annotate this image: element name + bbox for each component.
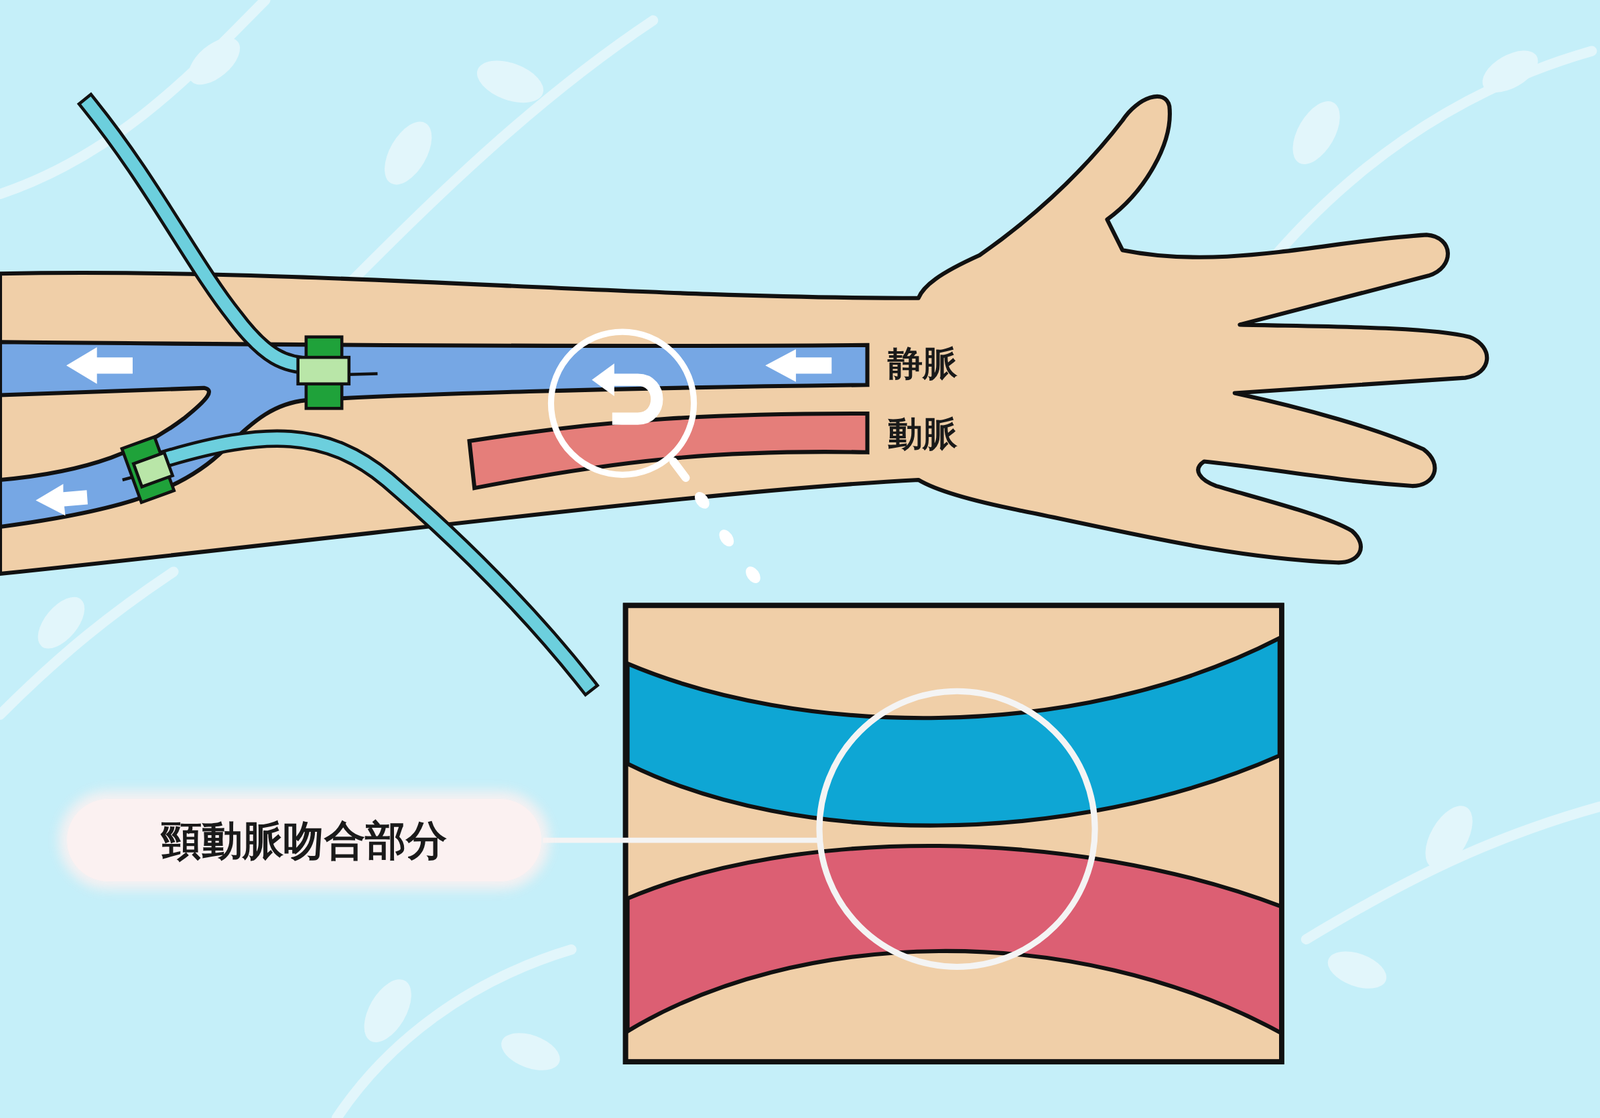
magnifier	[550, 331, 694, 475]
tube	[163, 438, 587, 684]
needle-clamp	[121, 337, 378, 503]
leader-line	[542, 837, 820, 843]
tube	[89, 105, 311, 366]
inset	[625, 605, 1282, 1062]
vein	[0, 341, 868, 527]
vessel-label: 静脈	[887, 342, 958, 384]
node-text: 頸動脈吻合部分	[160, 815, 447, 865]
u-turn-arrow	[612, 379, 658, 419]
tube	[163, 438, 587, 684]
magnifier	[819, 690, 1095, 967]
label-pill: 頸動脈吻合部分	[67, 798, 542, 882]
vessel-label: 動脈	[887, 412, 958, 455]
artery	[469, 413, 868, 488]
tube	[89, 105, 311, 366]
magnifier	[673, 461, 686, 478]
flow-arrow	[35, 347, 832, 516]
u-turn-arrow	[591, 363, 615, 396]
arm	[0, 96, 1487, 574]
